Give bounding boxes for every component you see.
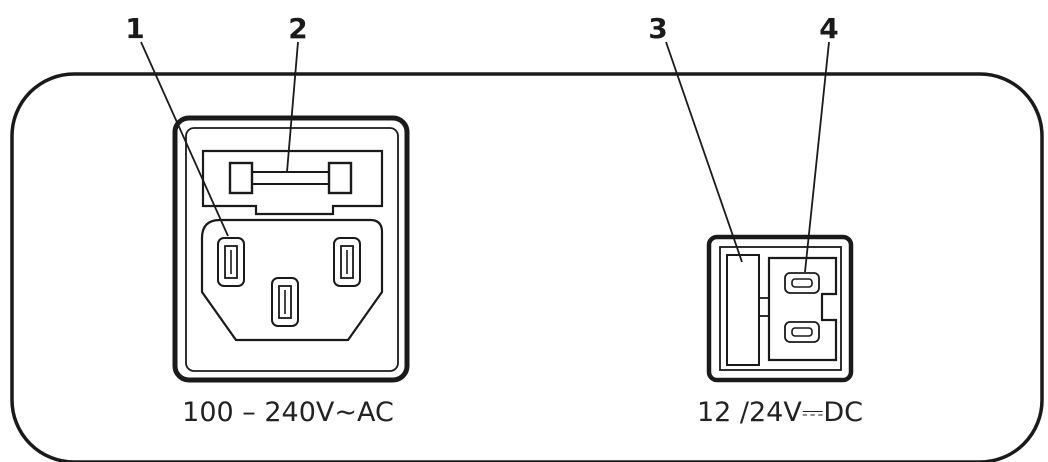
- dc-pin-top: [784, 272, 820, 294]
- callout-number-4: 4: [819, 12, 838, 45]
- ac-voltage-label: 100 – 240V~AC: [182, 397, 394, 428]
- leader-line-3: [665, 41, 743, 263]
- iec-pin-earth-slot: [278, 285, 292, 319]
- dc-pin-bottom-core: [791, 327, 813, 337]
- dc-inlet-housing: [706, 234, 854, 383]
- leader-line-4: [804, 41, 830, 273]
- leader-line-2: [286, 41, 299, 173]
- callout-number-1: 1: [125, 12, 144, 45]
- ac-inlet-housing-inner: [185, 127, 399, 372]
- iec-socket-outline: [200, 218, 384, 342]
- fuse-cap-left: [228, 161, 254, 195]
- iec-pin-earth: [271, 277, 299, 327]
- panel-outline: [10, 72, 1044, 462]
- dc-switch: [726, 254, 760, 366]
- ac-inlet: [172, 115, 410, 383]
- dc-pin-top-core: [791, 278, 813, 288]
- iec-socket: [200, 218, 384, 342]
- dc-inlet-housing-inner: [719, 246, 842, 371]
- fuse-drawer-outline: [201, 149, 384, 216]
- iec-pin-right-slot: [340, 245, 354, 279]
- fuse-holder: [201, 149, 384, 216]
- dc-connector-face: [767, 256, 838, 362]
- iec-pin-right: [333, 237, 361, 287]
- callout-number-2: 2: [288, 12, 307, 45]
- dc-inlet: [706, 234, 854, 383]
- iec-pin-left-slot: [224, 245, 238, 279]
- leader-line-1: [140, 41, 229, 237]
- dc-voltage-label: 12 /24V⎓DC: [697, 397, 863, 428]
- iec-pin-left: [217, 237, 245, 287]
- callout-number-3: 3: [648, 12, 667, 45]
- dc-pin-bottom: [784, 321, 820, 343]
- fuse-cap-right: [327, 161, 353, 195]
